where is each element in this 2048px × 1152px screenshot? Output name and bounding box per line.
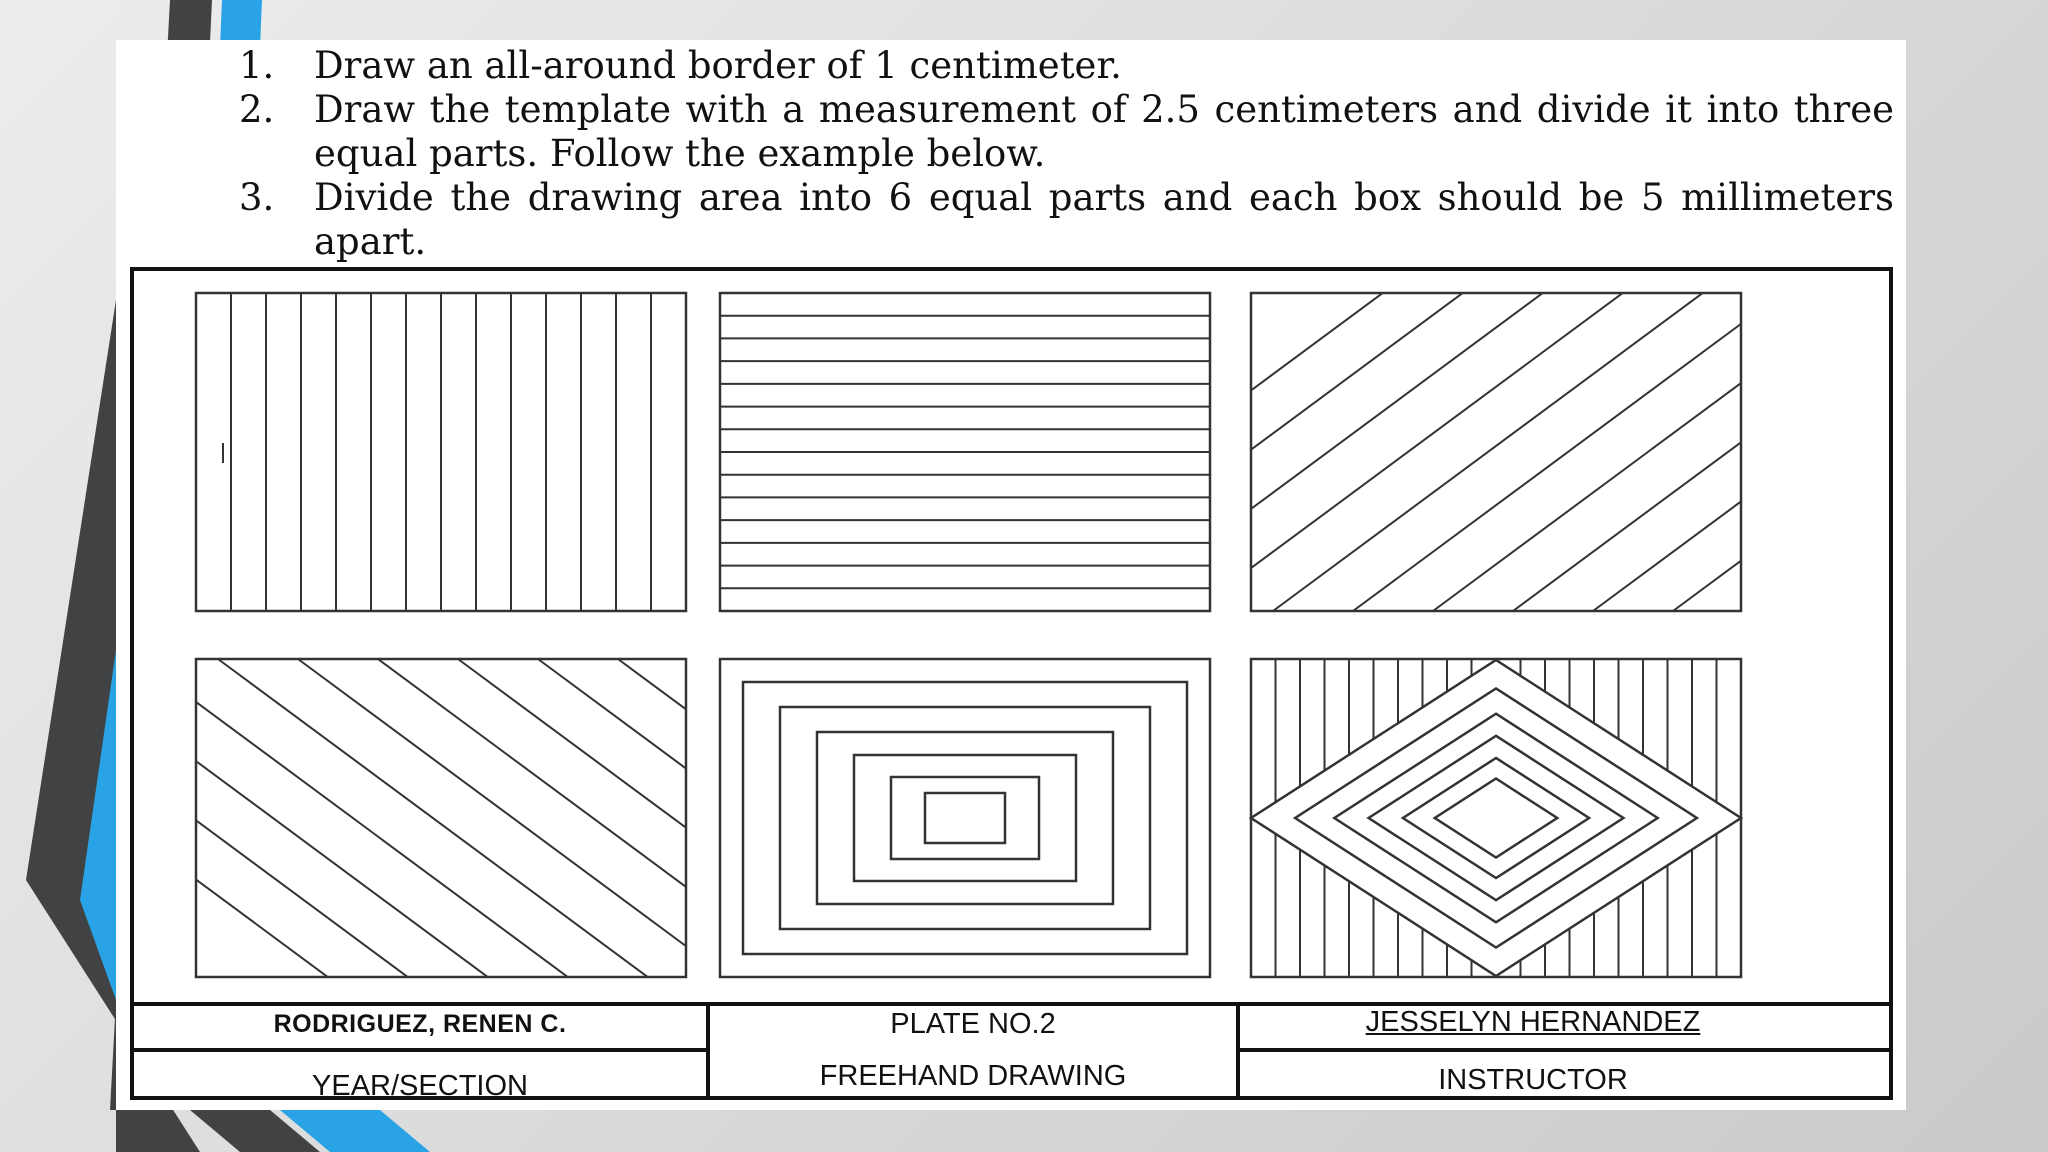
instructor-label: INSTRUCTOR — [1438, 1064, 1628, 1096]
instruction-number: 2. — [239, 88, 275, 131]
instructor-name: JESSELYN HERNANDEZ — [1365, 1006, 1701, 1038]
pattern-line — [1250, 292, 1383, 392]
student-name: RODRIGUEZ, RENEN C. — [273, 1010, 567, 1038]
instruction-item: 1. Draw an all-around border of 1 centim… — [239, 44, 1894, 88]
plate-border — [130, 267, 1893, 1100]
instruction-number: 3. — [239, 176, 275, 219]
instruction-number: 1. — [239, 44, 275, 87]
pattern-line — [195, 878, 328, 978]
pattern-line — [1250, 292, 1623, 569]
nested-rectangle — [889, 775, 1041, 861]
panel-frame — [718, 657, 1212, 979]
pattern-line — [195, 760, 488, 978]
instruction-text: Divide the drawing area into 6 equal par… — [314, 176, 1894, 263]
nested-diamond — [1331, 712, 1661, 924]
instruction-item: 2. Draw the template with a measurement … — [239, 88, 1894, 176]
nested-rectangle — [923, 791, 1007, 845]
nested-diamond — [1400, 756, 1592, 880]
nested-diamond — [1432, 777, 1560, 859]
pattern-line — [1352, 323, 1742, 612]
pattern-line — [1512, 441, 1742, 612]
nested-diamond — [1248, 658, 1744, 978]
pattern-line — [195, 701, 568, 978]
nested-rectangle — [852, 753, 1078, 883]
panel-vertical-lines — [194, 291, 688, 613]
year-section-label: YEAR/SECTION — [312, 1070, 528, 1102]
deco-blue-wedge — [80, 650, 116, 1000]
panel-concentric-rectangles — [718, 657, 1212, 979]
pattern-line — [195, 819, 408, 978]
nested-rectangle — [778, 705, 1152, 931]
pattern-line — [537, 658, 687, 770]
pattern-line — [1250, 292, 1543, 510]
panel-frame — [1249, 291, 1743, 613]
pattern-line — [297, 658, 687, 947]
pattern-line — [1250, 292, 1463, 451]
pattern-line — [377, 658, 687, 888]
pattern-line — [1272, 292, 1703, 612]
nested-diamond — [1366, 734, 1626, 902]
worksheet: 1. Draw an all-around border of 1 centim… — [116, 40, 1906, 1110]
pattern-line — [1592, 500, 1742, 612]
nested-diamond — [1292, 686, 1700, 950]
instruction-item: 3. Divide the drawing area into 6 equal … — [239, 176, 1894, 264]
panel-diagonal-ascending — [1249, 291, 1743, 613]
pattern-line — [617, 658, 687, 711]
nested-rectangle — [741, 680, 1189, 956]
panel-horizontal-lines — [718, 291, 1212, 613]
instruction-text: Draw an all-around border of 1 centimete… — [314, 44, 1122, 87]
pattern-line — [1432, 382, 1742, 612]
subject-title: FREEHAND DRAWING — [819, 1060, 1127, 1092]
panel-diagonal-descending — [194, 657, 688, 979]
title-block — [132, 1002, 1891, 1098]
panel-frame — [194, 657, 688, 979]
deco-bottom-blue — [280, 1110, 430, 1152]
panel-concentric-diamonds — [1248, 657, 1744, 979]
pattern-line — [1672, 559, 1742, 612]
pattern-line — [217, 658, 648, 978]
nested-rectangle — [815, 730, 1115, 906]
drawing-plate — [130, 267, 1893, 1100]
instruction-list: 1. Draw an all-around border of 1 centim… — [239, 44, 1894, 264]
deco-bottom-dark — [190, 1110, 320, 1152]
plate-number: PLATE NO.2 — [890, 1008, 1056, 1040]
pattern-line — [457, 658, 687, 829]
instruction-text: Draw the template with a measurement of … — [314, 88, 1894, 175]
